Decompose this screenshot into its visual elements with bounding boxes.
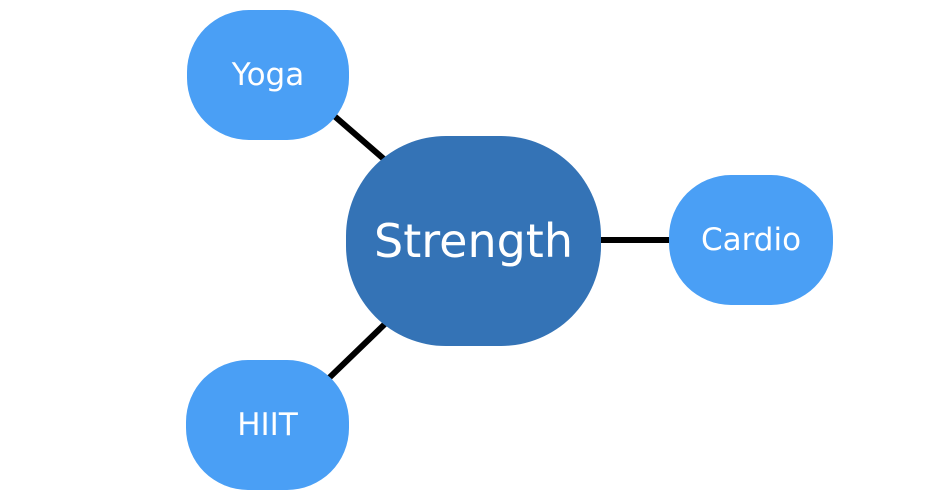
node-yoga-label: Yoga	[231, 56, 305, 93]
node-cardio: Cardio	[669, 175, 833, 305]
node-cardio-label: Cardio	[700, 221, 802, 258]
node-yoga: Yoga	[187, 10, 349, 140]
node-hiit-label: HIIT	[237, 406, 298, 443]
node-hiit: HIIT	[186, 360, 349, 490]
node-strength: Strength	[346, 136, 601, 346]
edge-center-yoga	[330, 111, 387, 163]
node-strength-label: Strength	[374, 214, 573, 268]
edge-center-hiit	[326, 317, 392, 381]
